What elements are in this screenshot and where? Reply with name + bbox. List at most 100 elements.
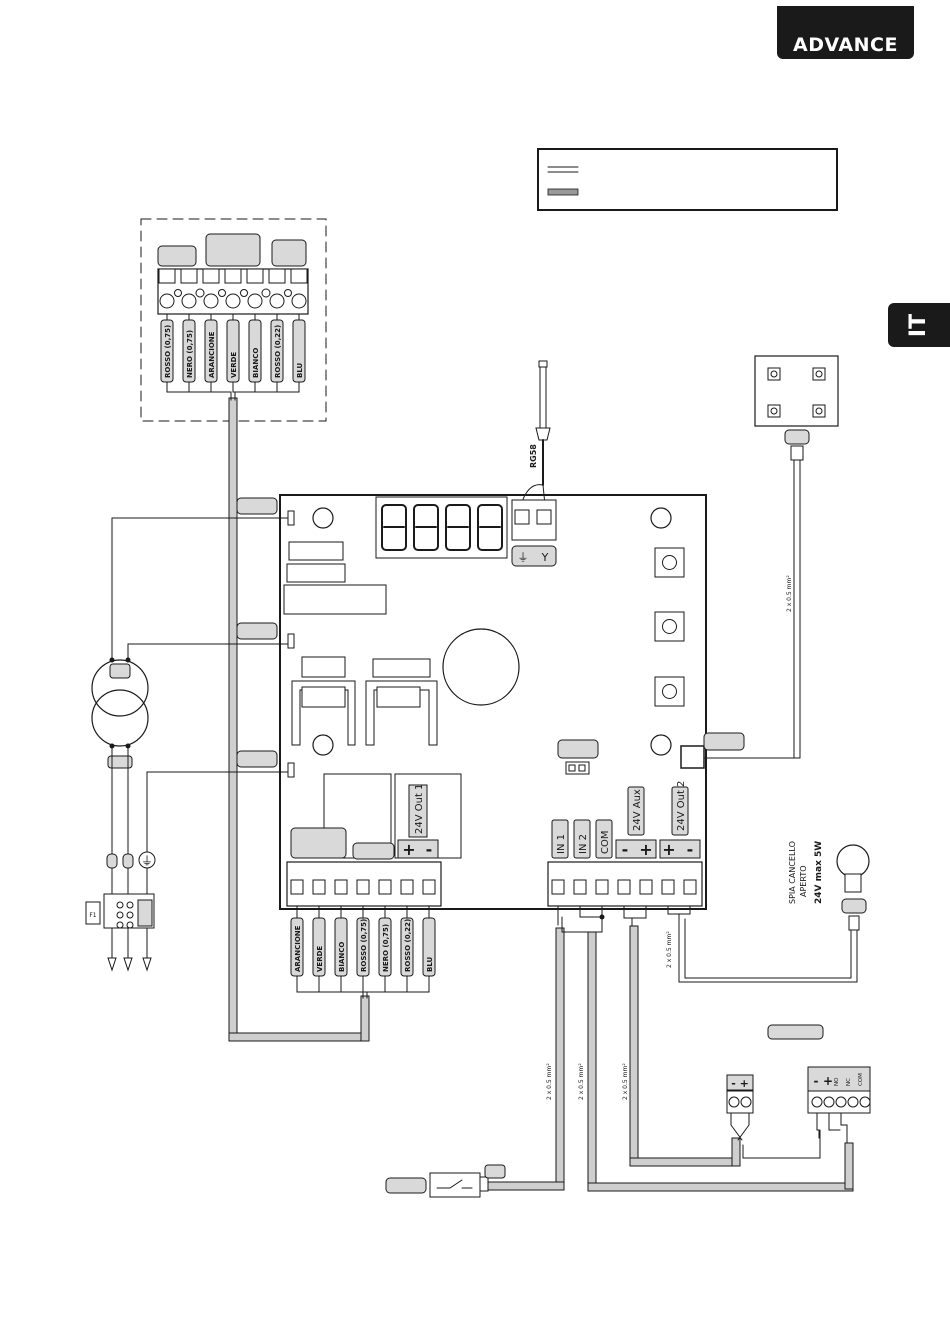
photocell-rx-labels: -+NO NC COM [814,1073,864,1088]
board-wire-label: BIANCO [338,942,346,972]
motor-terminal-screw [269,293,285,309]
terminal-sign: - [687,840,694,859]
board-wire-lead [340,905,364,999]
board-right-terminal [617,879,631,895]
motor-leads [166,313,300,401]
rx-terminal-label: + [823,1074,833,1088]
motor-lead [210,313,232,401]
board-wire-label: ARANCIONE [294,925,302,972]
right-terminal-label: IN 2 [578,834,589,854]
motor-cable [228,397,370,1042]
board-left-terminal [422,879,436,895]
motor-wire-label: ARANCIONE [208,331,216,378]
wire-spec-in2: 2 x 0.5 mm² [578,1063,585,1100]
terminal-sign: - [622,840,629,859]
motor-terminal-top [158,268,176,284]
right-terminal-tag [573,819,591,859]
board-wire-label: ROSSO (0,22) [404,919,412,972]
transformer [91,517,289,961]
motor-terminal-screw [225,293,241,309]
lamp-rating: 24V max 5W [814,841,824,904]
lamp-line1: SPIA CANCELLO [788,841,797,904]
motor-terminal-link [218,289,226,297]
motor-terminal-link [284,289,292,297]
board-wire-label: VERDE [316,946,324,972]
board-wire-label: NERO (0,75) [382,924,390,972]
board-right-terminal [661,879,675,895]
motor-terminal-screw [247,293,263,309]
out2-sign-box [659,839,701,859]
rx-terminal-label: NC [846,1078,852,1086]
wire-spec-aux: 2 x 0.5 mm² [622,1063,629,1100]
antenna-cable-label: RG58 [529,444,538,468]
push-button [385,1164,506,1198]
motor-earth-screw [195,288,205,298]
fuse-label: F1 [89,912,96,919]
right-terminal-label: 24V Out 2 [676,781,687,831]
board-left-terminal [400,879,414,895]
board-wire-label: ROSSO (0,75) [360,919,368,972]
board-left-terminal [312,879,326,895]
motor-terminal-top [268,268,286,284]
seven-segment-display [381,504,503,551]
motor-terminal-top [290,268,308,284]
lamp-line2: APERTO [799,865,808,897]
right-terminal-tag [595,819,613,859]
bottom-wiring: 2 x 0.5 mm² 2 x 0.5 mm² 2 x 0.5 mm² [485,905,854,1192]
out1-text: 24V Out 1 [414,784,425,834]
ground-symbol: ⏚ [141,854,153,868]
keypad: 2 x 0.5 mm² [703,355,839,759]
board-left-terminal [378,879,392,895]
board-right-terminal [639,879,653,895]
motor-terminal-top [224,268,242,284]
photocell-tx: - + [726,1024,824,1141]
rx-terminal-label: - [814,1074,819,1088]
board-right-terminal [595,879,609,895]
indicator-lamp: SPIA CANCELLO APERTO 24V max 5W 2 x 0.5 … [666,841,870,983]
wire-spec-lamp-top: 2 x 0.5 mm² [786,575,793,612]
motor-terminal-screw [203,293,219,309]
motor-terminal-link [240,289,248,297]
motor-terminal-link [174,289,182,297]
right-terminal-label: IN 1 [556,834,567,854]
right-terminal-tag [627,786,645,836]
aux-sign-box [615,839,657,859]
board-left-terminal [334,879,348,895]
board-wire-lead [366,905,430,999]
svg-text:⏚: ⏚ [518,551,529,564]
motor-earth-screw [261,288,271,298]
out1-plus: + [402,840,415,859]
motor-terminal-top [246,268,264,284]
wire-spec-in1: 2 x 0.5 mm² [546,1063,553,1100]
rx-terminal-label: NO [834,1077,840,1086]
right-terminal-label: COM [600,831,611,854]
terminal-sign: + [639,840,652,859]
board-left-terminal [290,879,304,895]
motor-wire-label: VERDE [230,352,238,378]
wire-spec-lamp: 2 x 0.5 mm² [666,931,673,968]
board-wire-lead [296,905,364,999]
brand-tab: ADVANCE [777,6,914,59]
motor-terminal-top [180,268,198,284]
out1-minus: - [426,840,433,859]
board-left-terminal [356,879,370,895]
board-right-terminal [551,879,565,895]
motor-wire-label: NERO (0,75) [186,330,194,378]
motor-terminal-screw [159,293,175,309]
out1-label: 24V Out 1 + - [397,784,439,859]
board-right-terminal [573,879,587,895]
legend [537,148,838,211]
motor-wire-label: ROSSO (0,22) [274,325,282,378]
right-terminal-tag [551,819,569,859]
board-right-terminal [683,879,697,895]
antenna: RG58 ⏚ Y [511,360,557,567]
board-left-terminals [290,879,436,895]
language-tab[interactable]: IT [888,303,950,347]
rx-terminal-label: COM [858,1073,864,1086]
board-left-wire-labels: ARANCIONE VERDE BIANCO ROSSO (0,75) NERO (0,… [290,905,436,999]
motor-terminals [158,268,308,309]
